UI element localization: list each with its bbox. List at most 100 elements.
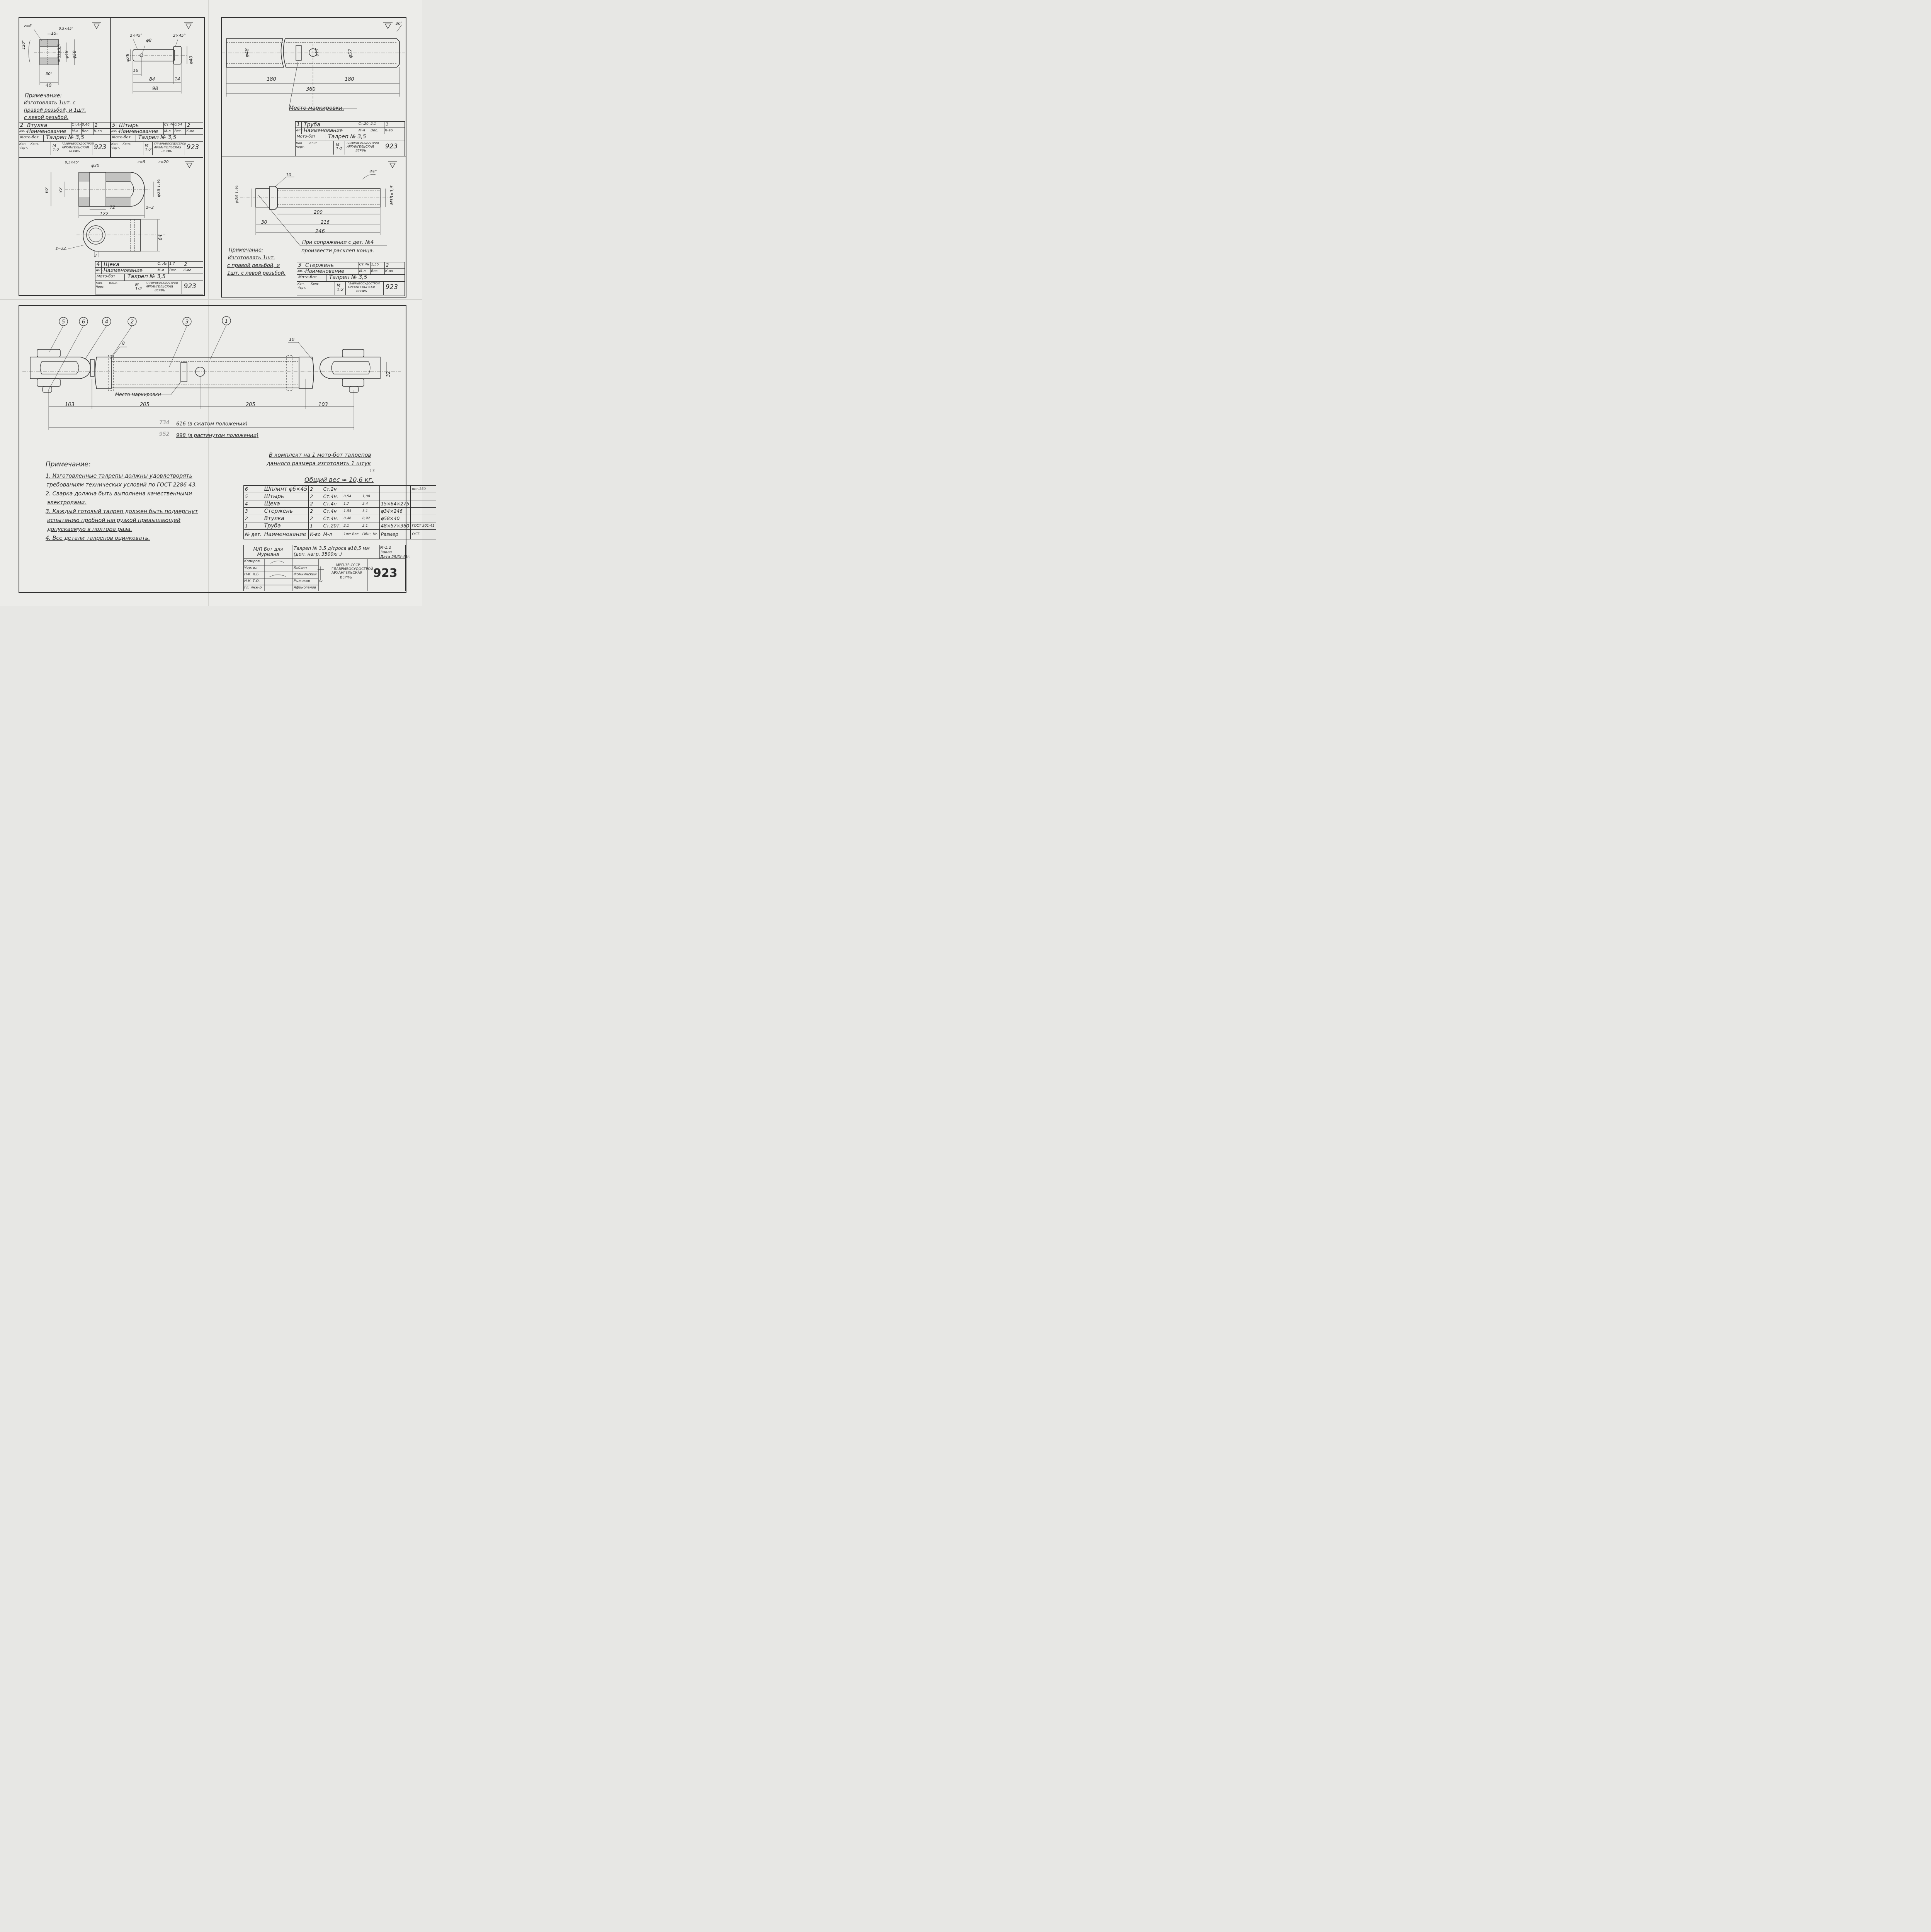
assembly-pencil-a: 734: [159, 420, 170, 426]
balloon-leader: [210, 325, 227, 360]
block-header-name: Наименование: [119, 129, 158, 134]
block-part-qty: 2: [94, 122, 98, 128]
block-header-mat: М-л: [358, 129, 365, 133]
block-part-name: Стержень: [305, 262, 334, 269]
assembly-open-length: 998 (в растянутом положении): [176, 433, 259, 439]
block-title: Талреп № 3,5: [46, 134, 84, 141]
block-rule: [185, 122, 186, 134]
block-scale: 1:2: [337, 287, 344, 292]
assembly-weld-8: 8: [122, 341, 125, 346]
block-part-name: Штырь: [119, 122, 139, 129]
block-rule: [110, 128, 203, 129]
bushing-callout-bottom-angle: 30°: [46, 72, 53, 76]
note-line: электродами.: [47, 500, 87, 506]
block-rule: [110, 134, 203, 135]
parts-cell: 1шт Вес.: [342, 529, 361, 539]
block-org-1: ГЛАВРЫБОСУДОСТРОЙ: [61, 142, 94, 145]
block-part-qty: 1: [386, 122, 389, 127]
balloon-leader: [49, 325, 64, 352]
block-sheet-number: 923: [184, 282, 197, 290]
parts-cell: 0,46: [342, 515, 361, 522]
pin-callout-ch1: 2×45°: [130, 34, 143, 38]
title-org-4: ВЕРФЬ: [340, 576, 352, 580]
block-header-mat: М-л: [164, 129, 171, 133]
note-line: 1. Изготовленные талрепы должны удовлетв…: [46, 473, 192, 479]
bushing-callout-top: 15: [51, 31, 56, 36]
assembly-dim-2: 205: [140, 402, 150, 408]
rod-callout-thread-l: φ28 Т.¼: [234, 185, 239, 203]
balloon-leader: [109, 325, 133, 360]
block-chert: Черт.: [111, 146, 120, 150]
assembly-d32: 32: [386, 371, 391, 377]
block-header-mat: М-л: [359, 269, 366, 273]
block-org-3: ВЕРФЬ: [155, 289, 165, 292]
rod-callout-a: 200: [314, 209, 323, 215]
block-rule: [110, 141, 203, 142]
pin-callout-ch2: 2×45°: [173, 34, 186, 38]
parts-cell: 2: [308, 500, 322, 508]
block-header-det: дет.: [297, 269, 305, 273]
parts-cell: 4: [243, 500, 263, 508]
cheek-callout-z5: z=5: [138, 160, 145, 164]
rod-assembly-note-1: При сопряжении с дет. №4: [302, 240, 374, 245]
parts-cell: 2: [308, 515, 322, 522]
block-header-det: дет.: [111, 129, 119, 133]
block-rule: [124, 274, 125, 281]
bushing-callout-width: 40: [46, 83, 52, 88]
block-part-material: Ст.4н: [359, 263, 369, 267]
cheek-callout-hole: φ30: [91, 163, 100, 168]
block-part-number: 5: [112, 122, 116, 128]
parts-cell: Ст.4н.: [321, 515, 343, 522]
block-boat: Мото-бот: [20, 135, 39, 139]
block-header-det: дет.: [19, 129, 27, 133]
title-org-3: АРХАНГЕЛЬСКАЯ: [331, 571, 362, 575]
block-header-wt: Вес.: [371, 129, 378, 133]
tube-callout-right: 180: [345, 77, 354, 82]
block-scale-m: М: [336, 142, 340, 147]
balloon-leader: [85, 325, 107, 360]
cheek-callout-h: 62: [44, 187, 49, 193]
title-order: Заказ: [380, 550, 392, 554]
parts-cell: Щека: [262, 500, 309, 508]
cheek-callout-w32: 32: [58, 187, 63, 193]
parts-cell: 0,54: [342, 493, 361, 500]
parts-cell: ГОСТ 301-41: [410, 522, 436, 530]
block-sheet-number: 923: [186, 143, 199, 151]
block-rule: [383, 281, 384, 295]
title-person: Афиногенов: [294, 586, 316, 590]
rod-callout-angle: 45°: [369, 169, 377, 174]
parts-cell: 1: [243, 522, 263, 530]
block-boat: Мото-бот: [298, 275, 317, 279]
block-part-weight: 0,54: [174, 123, 182, 127]
cheek-callout-s3: 3: [94, 253, 97, 258]
title-person: Рыжаков: [294, 579, 310, 583]
block-part-number: 1: [297, 122, 300, 128]
parts-cell: [410, 507, 436, 515]
block-part-name: Втулка: [27, 122, 48, 129]
block-org-3: ВЕРФЬ: [161, 150, 172, 153]
block-kons: Конс.: [109, 281, 118, 285]
block-kons: Конс.: [309, 141, 318, 145]
parts-cell: 3: [243, 507, 263, 515]
parts-cell: 3,4: [360, 500, 380, 508]
parts-cell: Стержень: [262, 507, 309, 515]
block-org-1: ГЛАВРЫБОСУДОСТРОЙ: [146, 281, 178, 284]
block-scale: 1:2: [336, 146, 343, 151]
block-header-qty: К-во: [183, 269, 192, 272]
balloon-label: 1: [225, 318, 228, 324]
tube-marking-label: Место маркировки.: [289, 105, 344, 111]
kit-pencil: 13: [369, 468, 375, 473]
block-kons: Конс.: [122, 142, 131, 146]
block-kop: Коп.: [19, 142, 27, 146]
title-person: Лябзин: [294, 566, 307, 570]
bushing-drawing: [28, 22, 101, 85]
cheek-callout-z2: z=2: [146, 206, 154, 210]
note-line: требованиям технических условий по ГОСТ …: [46, 482, 197, 488]
block-rule: [345, 281, 346, 295]
parts-cell: Втулка: [262, 515, 309, 522]
block-header-det: дет.: [296, 128, 304, 132]
block-part-name: Труба: [304, 122, 320, 128]
block-scale-m: М: [53, 143, 56, 148]
block-header-qty: К-во: [385, 129, 393, 133]
